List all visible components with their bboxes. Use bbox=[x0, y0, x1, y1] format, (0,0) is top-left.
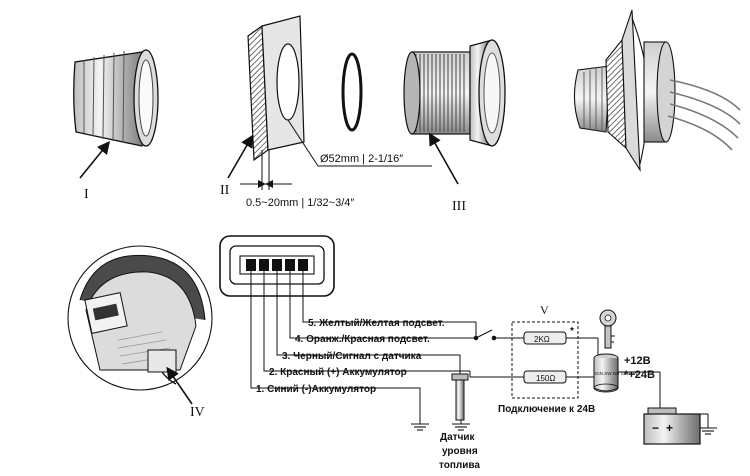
gauge-connector-block bbox=[219, 235, 335, 297]
thickness-dimension: 0.5~20mm | 1/32~3/4″ bbox=[246, 197, 354, 209]
24v-box bbox=[511, 321, 579, 399]
key-icon bbox=[599, 309, 617, 349]
wire-4-label: 4. Оранж./Красная подсвет. bbox=[295, 334, 430, 345]
o-ring bbox=[341, 52, 363, 132]
battery-icon bbox=[643, 407, 701, 445]
sensor-label-line1: Датчик bbox=[440, 432, 476, 443]
part-1-knurled-nut bbox=[73, 49, 159, 147]
part-4-label: IV bbox=[190, 405, 205, 420]
resistor-150-value: 150Ω bbox=[536, 374, 555, 383]
star-mark: * bbox=[570, 326, 574, 337]
battery-minus: − bbox=[652, 421, 659, 435]
part-3-arrow bbox=[428, 132, 459, 185]
resistor-2k-value: 2KΩ bbox=[534, 335, 550, 344]
ignition-switch-text: IGN.SW OR SEP.SW bbox=[595, 371, 638, 376]
ignition-switch bbox=[593, 353, 619, 393]
voltage-12v: +12В bbox=[624, 355, 651, 367]
wire-3-label: 3. Черный/Сигнал с датчика bbox=[282, 351, 422, 362]
wiring-lines bbox=[250, 271, 709, 428]
voltage-24v: *+24В bbox=[624, 369, 655, 381]
battery-plus: + bbox=[666, 421, 673, 435]
connect-24v-label: Подключение к 24В bbox=[498, 404, 595, 415]
part-3-label: III bbox=[452, 199, 466, 214]
resistor-2k bbox=[523, 331, 567, 345]
fuel-level-sensor bbox=[451, 373, 469, 424]
sensor-label-line2: уровня bbox=[442, 446, 478, 457]
part-2-panel-section bbox=[247, 15, 305, 162]
wire-5-label: 5. Желтый/Желтая подсвет. bbox=[308, 318, 445, 329]
part-2-label: II bbox=[220, 183, 230, 198]
24v-box-label: V bbox=[540, 303, 549, 317]
part-4-arrow bbox=[166, 366, 193, 405]
wire-2-label: 2. Красный (+) Аккумулятор bbox=[269, 367, 407, 378]
diameter-dimension: Ø52mm | 2-1/16″ bbox=[320, 153, 403, 165]
sensor-label-line3: топлива bbox=[439, 460, 480, 471]
part-1-label: I bbox=[84, 187, 89, 202]
dimension-lines bbox=[240, 119, 432, 190]
resistor-150 bbox=[523, 370, 567, 384]
part-1-arrow bbox=[79, 141, 111, 179]
assembled-gauge bbox=[573, 9, 741, 173]
part-4-connector-detail bbox=[67, 245, 213, 391]
wire-1-label: 1. Синий (-)Аккумулятор bbox=[256, 384, 376, 395]
part-2-arrow bbox=[227, 134, 254, 179]
part-3-threaded-sleeve bbox=[403, 39, 506, 147]
